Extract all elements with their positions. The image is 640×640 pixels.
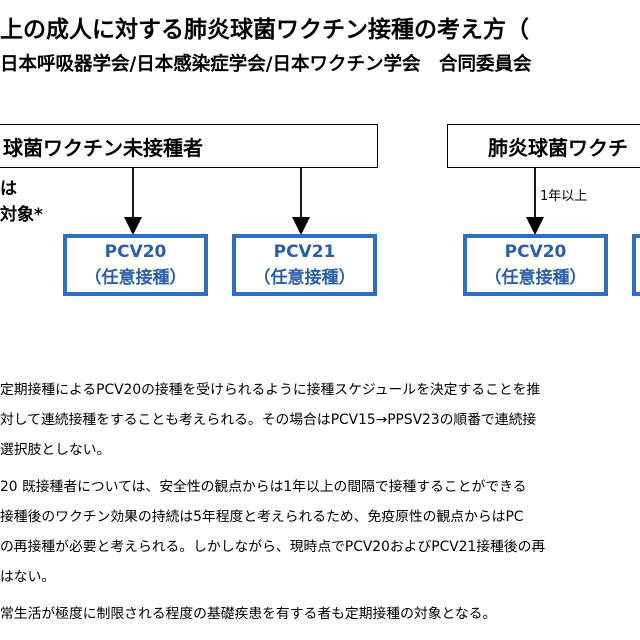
side-note-line-1: は	[0, 179, 17, 199]
pcv21-box: PCV21 （任意接種）	[232, 234, 377, 296]
vaccinated-group-box: 肺炎球菌ワクチ	[447, 124, 640, 168]
note-line: はない。	[0, 569, 56, 585]
note-line: 選択肢としない。	[0, 442, 111, 458]
pcv20-box-left-name: PCV20	[104, 242, 167, 262]
pcv20-box-right: PCV20 （任意接種）	[463, 234, 608, 296]
vaccinated-group-label: 肺炎球菌ワクチ	[488, 135, 628, 160]
side-note-line-2: 対象*	[0, 205, 43, 225]
unvaccinated-group-label: 球菌ワクチン未接種者	[3, 135, 203, 160]
pcv21-box-name: PCV21	[273, 242, 336, 262]
note-line: 対して連続接種をすることも考えられる。その場合はPCV15→PPSV23の順番で…	[0, 412, 537, 428]
note-line: 20 既接種者については、安全性の観点からは1年以上の間隔で接種することができる	[0, 479, 527, 495]
pcv20-box-left: PCV20 （任意接種）	[63, 234, 208, 296]
pcv21-box-type: （任意接種）	[253, 268, 356, 288]
note-line: の再接種が必要と考えられる。しかしながら、現時点でPCV20およびPCV21接種…	[0, 539, 546, 555]
page-title: 上の成人に対する肺炎球菌ワクチン接種の考え方（	[0, 17, 529, 43]
pcv20-box-right-type: （任意接種）	[484, 268, 587, 288]
partial-box-edge	[632, 234, 640, 296]
note-line: 接種後のワクチン効果の持続は5年程度と考えられるため、免疫原性の観点からはPC	[0, 509, 524, 525]
note-line: 定期接種によるPCV20の接種を受けられるように接種スケジュールを決定することを…	[0, 382, 541, 398]
note-line: 常生活が極度に制限される程度の基礎疾患を有する者も定期接種の対象となる。	[0, 606, 497, 622]
interval-label: 1年以上	[540, 189, 588, 204]
pcv20-box-left-type: （任意接種）	[84, 268, 187, 288]
page-subtitle: 日本呼吸器学会/日本感染症学会/日本ワクチン学会 合同委員会	[0, 54, 532, 75]
unvaccinated-group-box: 球菌ワクチン未接種者	[0, 124, 378, 168]
pcv20-box-right-name: PCV20	[504, 242, 567, 262]
